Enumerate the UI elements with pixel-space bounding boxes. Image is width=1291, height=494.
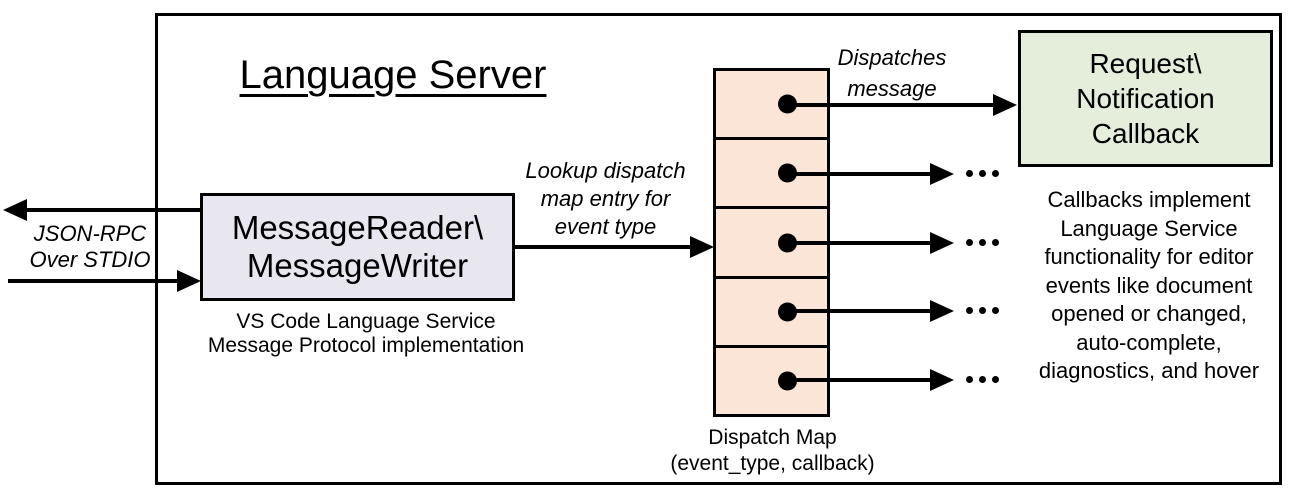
callback-arrow-line xyxy=(785,309,930,313)
request-notification-callback-box: Request\ Notification Callback xyxy=(1018,30,1273,167)
ellipsis-icon xyxy=(966,170,999,177)
language-server-box xyxy=(155,13,1282,485)
lookup-dispatch-label: Lookup dispatch map entry for event type xyxy=(525,158,686,239)
callback-arrow-head-icon xyxy=(930,232,954,254)
callback-arrow-line xyxy=(785,172,930,176)
stdio-in-arrow-head-icon xyxy=(177,270,201,292)
diagram-title: Language Server xyxy=(239,53,547,97)
ellipsis-dot-icon xyxy=(992,376,999,383)
ellipsis-dot-icon xyxy=(979,307,986,314)
callback-arrow-head-icon xyxy=(930,163,954,185)
stdio-out-arrow-line xyxy=(20,208,200,212)
callbacks-note: Callbacks implement Language Service fun… xyxy=(1038,187,1260,383)
ellipsis-dot-icon xyxy=(992,307,999,314)
ellipsis-dot-icon xyxy=(979,239,986,246)
lookup-arrow-head-icon xyxy=(690,236,714,258)
stdio-in-arrow-line xyxy=(8,279,177,283)
callback-arrow-line xyxy=(785,378,930,382)
ellipsis-dot-icon xyxy=(966,239,973,246)
ellipsis-dot-icon xyxy=(966,307,973,314)
json-rpc-stdio-label: JSON-RPC Over STDIO xyxy=(29,221,151,272)
ellipsis-dot-icon xyxy=(966,376,973,383)
ellipsis-icon xyxy=(966,376,999,383)
ellipsis-dot-icon xyxy=(992,239,999,246)
callback-arrow-head-icon xyxy=(930,369,954,391)
lookup-arrow-line xyxy=(515,245,691,249)
ellipsis-dot-icon xyxy=(979,170,986,177)
ellipsis-icon xyxy=(966,307,999,314)
ellipsis-dot-icon xyxy=(979,376,986,383)
ellipsis-dot-icon xyxy=(992,170,999,177)
dispatch-arrow-line xyxy=(785,103,993,107)
dispatch-map-caption: Dispatch Map (event_type, callback) xyxy=(670,426,875,475)
message-reader-writer-box: MessageReader\ MessageWriter xyxy=(200,193,515,301)
ellipsis-dot-icon xyxy=(966,170,973,177)
stdio-out-arrow-head-icon xyxy=(3,199,27,221)
dispatch-arrow-head-icon xyxy=(993,94,1017,116)
callback-arrow-head-icon xyxy=(930,300,954,322)
callback-arrow-line xyxy=(785,241,930,245)
ellipsis-icon xyxy=(966,239,999,246)
reader-caption: VS Code Language Service Message Protoco… xyxy=(207,310,525,357)
dispatches-message-label: Dispatches message xyxy=(837,45,947,101)
